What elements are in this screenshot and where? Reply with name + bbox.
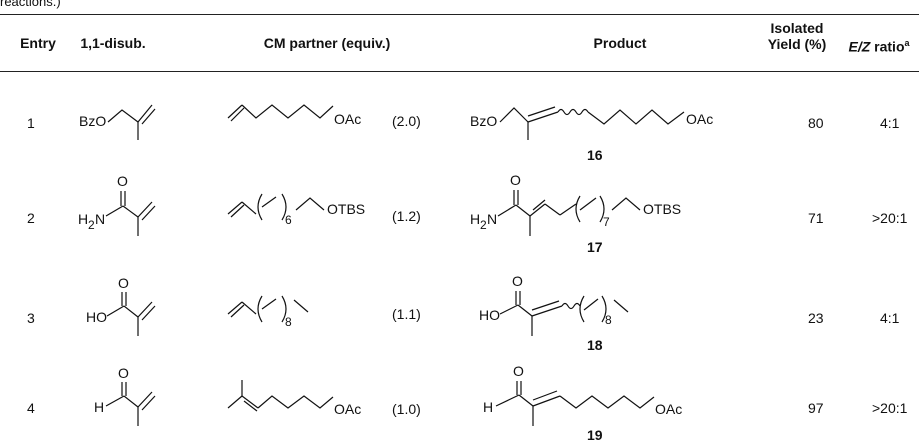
header-product: Product — [593, 35, 647, 51]
header-cm-partner: CM partner (equiv.) — [263, 35, 391, 51]
row1-partner-structure: OAc (2.0) — [227, 104, 421, 129]
row3-compound-18: 18 — [587, 337, 603, 353]
row2-disub-structure: O H 2 N — [78, 173, 156, 236]
row1-partner-oac: OAc — [334, 111, 361, 127]
row4-disub-structure: O H — [94, 365, 156, 426]
row2-equiv: (1.2) — [392, 208, 421, 224]
row2-partner-otbs: OTBS — [327, 201, 365, 217]
row4-partner-structure: OAc (1.0) — [227, 380, 421, 417]
row4-yield: 97 — [808, 400, 824, 416]
row2-yield: 71 — [808, 210, 824, 226]
header-yield-line2: Yield (%) — [767, 36, 827, 52]
row3-yield: 23 — [808, 310, 824, 326]
row3-partner-n8: 8 — [285, 315, 292, 329]
row1-disub-bzo: BzO — [79, 113, 106, 129]
row2-product-otbs: OTBS — [643, 201, 681, 217]
row4-compound-19: 19 — [587, 427, 603, 443]
header-disub: 1,1-disub. — [80, 35, 146, 51]
row4-ratio: >20:1 — [872, 400, 908, 416]
row2-partner-structure: 6 OTBS (1.2) — [227, 193, 421, 227]
row3-product-o: O — [512, 273, 523, 289]
header-entry: Entry — [20, 35, 56, 51]
row1-product-bzo: BzO — [470, 113, 497, 129]
header-isolated-yield: Isolated Yield (%) — [752, 20, 842, 52]
row3-partner-structure: 8 (1.1) — [227, 295, 421, 329]
row4-disub-h: H — [94, 399, 104, 415]
row2-product-o: O — [510, 172, 521, 188]
row2-product-n7: 7 — [603, 215, 610, 229]
header-ez-italic: E/Z — [848, 38, 871, 55]
row4-product-oac: OAc — [655, 401, 682, 417]
row2-disub-sub2: 2 — [88, 218, 95, 232]
row1-equiv: (2.0) — [392, 113, 421, 129]
row1-product-oac: OAc — [686, 111, 713, 127]
row2-disub-n: N — [95, 211, 105, 227]
row2-compound-17: 17 — [587, 239, 603, 255]
row2-product-n: N — [487, 211, 497, 227]
table-header-rule — [0, 71, 919, 72]
row3-product-structure: O HO 8 18 — [479, 273, 629, 353]
row3-ratio: 4:1 — [880, 310, 900, 326]
row3-product-n8: 8 — [605, 313, 612, 327]
row1-ratio: 4:1 — [880, 115, 900, 131]
row1-disub-structure: BzO — [79, 104, 156, 140]
row4-partner-oac: OAc — [334, 401, 361, 417]
row4-disub-o: O — [118, 365, 129, 381]
row2-product-sub2: 2 — [480, 218, 487, 232]
header-ratio-word: ratio — [870, 38, 905, 55]
row3-disub-o: O — [118, 275, 129, 291]
row2-product-h: H — [470, 211, 480, 227]
row1-product-structure: BzO OAc 16 — [470, 106, 713, 163]
row1-entry: 1 — [27, 115, 35, 131]
row2-partner-n6: 6 — [285, 213, 292, 227]
row4-equiv: (1.0) — [392, 401, 421, 417]
row2-entry: 2 — [27, 210, 35, 226]
row1-yield: 80 — [808, 115, 824, 131]
row4-entry: 4 — [27, 400, 35, 416]
row3-equiv: (1.1) — [392, 306, 421, 322]
row3-disub-structure: O HO — [86, 275, 156, 336]
caption-fragment: reactions.) — [0, 0, 61, 9]
row2-product-structure: O H 2 N 7 OTBS 17 — [470, 172, 681, 255]
row2-disub-h: H — [78, 211, 88, 227]
row3-disub-ho: HO — [86, 309, 107, 325]
row4-product-o: O — [513, 363, 524, 379]
row1-compound-16: 16 — [587, 147, 603, 163]
header-ez-ratio: E/Z ratioa — [840, 35, 918, 55]
row3-product-ho: HO — [479, 307, 500, 323]
row3-entry: 3 — [27, 310, 35, 326]
row4-product-structure: O H OAc 19 — [483, 363, 682, 443]
header-yield-line1: Isolated — [770, 20, 824, 36]
row2-ratio: >20:1 — [872, 210, 908, 226]
table-top-rule — [0, 14, 919, 15]
row4-product-h: H — [483, 399, 493, 415]
row2-disub-o: O — [117, 173, 128, 189]
header-ratio-footnote: a — [904, 38, 910, 48]
